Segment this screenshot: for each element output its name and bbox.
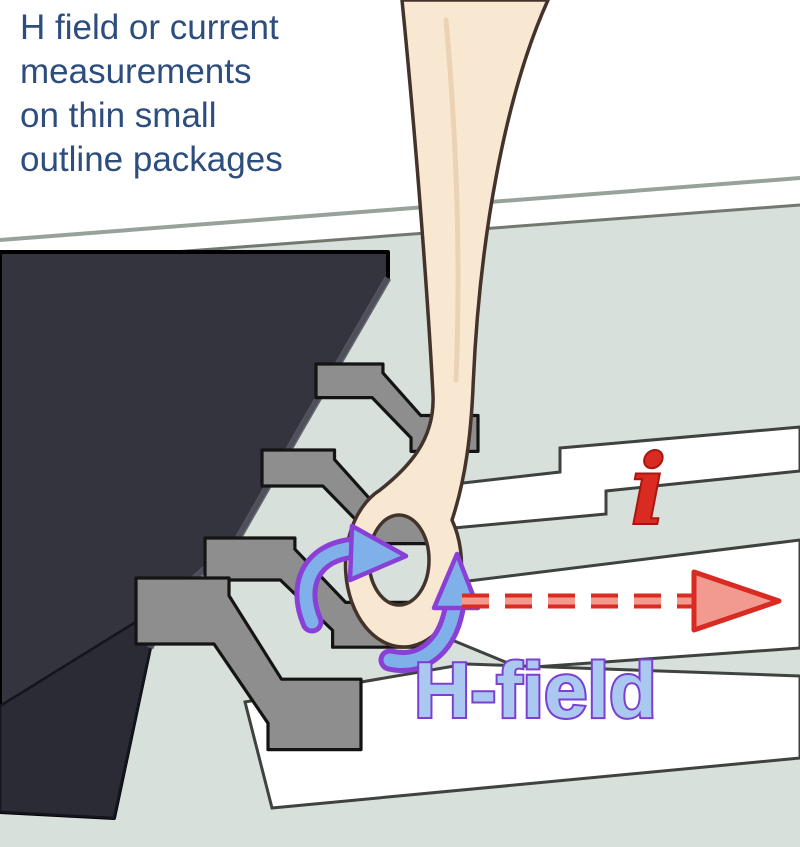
board-edge-line-outer <box>0 176 800 242</box>
pcb-trace-upper <box>426 425 800 532</box>
h-field-label: H-field <box>414 646 657 734</box>
title-line-3: on thin small <box>20 96 217 135</box>
current-arrow-icon <box>462 569 782 633</box>
h-field-arrow-left-icon <box>294 523 409 634</box>
title-line-1: H field or current <box>20 8 279 47</box>
pcb-trace-bottom <box>243 662 800 810</box>
title-line-4: outline packages <box>20 140 283 179</box>
current-label: i <box>630 433 667 547</box>
title: H field or current measurements on thin … <box>20 6 283 182</box>
title-line-2: measurements <box>20 52 252 91</box>
package-lead-4 <box>136 578 361 750</box>
probe-highlight <box>443 17 461 383</box>
